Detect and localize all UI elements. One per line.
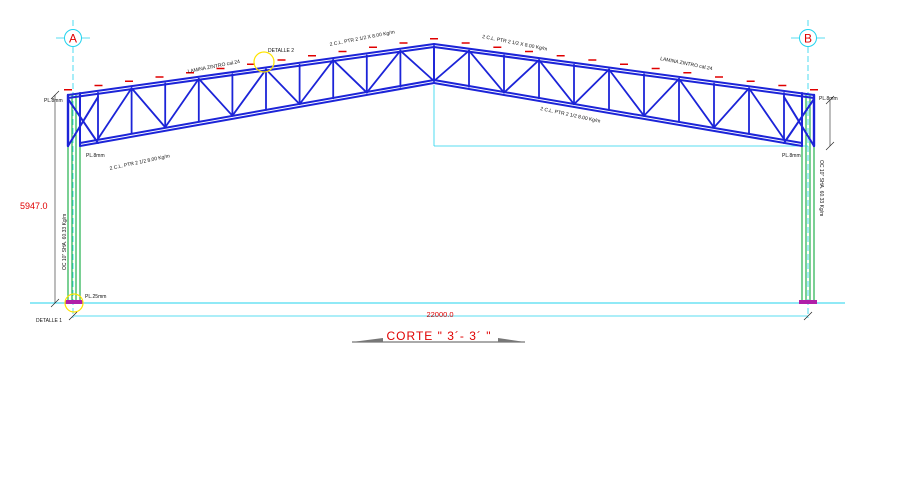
purlin-mark-left — [94, 84, 103, 87]
web-diagonal-left — [130, 87, 167, 129]
base-plate-right — [799, 300, 817, 304]
note-lamina-right: LAMINA ZINTRO cal.24 — [660, 56, 713, 72]
web-diagonal-left — [164, 77, 200, 129]
purlin-mark-left — [338, 50, 347, 53]
web-diagonal-right — [503, 59, 540, 94]
web-diagonal-left — [231, 68, 267, 117]
detail-2-marker — [253, 51, 275, 73]
purlin-mark-right — [810, 89, 818, 91]
web-diagonal-right — [538, 59, 575, 106]
span-dimension — [68, 311, 813, 321]
note-bottom-chord-left: 2 C.L. PTR 2 1/2 8.00 Kg/m — [109, 153, 170, 172]
purlin-mark-right — [493, 46, 502, 48]
bottom-chord-right — [433, 82, 803, 147]
purlin-mark-right — [588, 59, 597, 61]
eave-brace-right-b — [783, 96, 815, 147]
purlin-mark-right — [778, 84, 787, 87]
axis-label-b: B — [804, 32, 812, 46]
column-left — [67, 95, 81, 303]
column-right — [801, 95, 815, 303]
web-diagonal-right — [678, 77, 715, 129]
purlin-mark-left — [64, 89, 72, 91]
purlin-mark-left — [308, 55, 316, 57]
purlin-mark-left — [155, 76, 164, 78]
note-plate-left-bottom: PL.8mm — [86, 153, 105, 159]
web-diagonal-right — [573, 68, 610, 106]
note-plate-left-top: PL.8mm — [44, 98, 63, 104]
note-column-left: OC 10" SHA. 60.33 Kg/m — [62, 214, 68, 270]
roof-truss — [66, 43, 816, 148]
purlin-mark-left — [125, 80, 133, 82]
note-top-chord-left: 2 C.L. PTR 2 1/2 X 8.00 Kg/m — [329, 29, 395, 48]
bottom-chord-left — [79, 79, 435, 144]
note-base-plate: PL.25mm — [85, 294, 106, 300]
span-dimension-label: 22000.0 — [426, 310, 453, 319]
section-title: CORTE " 3´- 3´ " — [352, 329, 525, 343]
purlin-mark-left — [399, 42, 408, 44]
purlin-mark-left — [247, 63, 255, 65]
height-dimension — [50, 90, 60, 308]
purlin-mark-right — [556, 55, 565, 57]
note-plate-right-top: PL.8mm — [819, 96, 838, 102]
web-diagonal-left — [197, 77, 234, 117]
purlin-mark-left — [277, 59, 286, 61]
purlin-mark-right — [715, 76, 723, 78]
axis-bubble-a: A — [64, 29, 82, 47]
web-diagonal-left — [265, 68, 301, 106]
web-diagonal-right — [608, 68, 645, 117]
web-diagonal-left — [332, 59, 368, 94]
detail-1-marker — [64, 293, 84, 313]
base-plate-left — [65, 300, 83, 304]
web-diagonal-left — [97, 87, 133, 140]
web-diagonal-right — [468, 49, 505, 94]
purlin-mark-left — [216, 67, 225, 70]
axis-bubble-b: B — [799, 29, 817, 47]
bottom-chord-right — [433, 79, 803, 144]
purlin-mark-right — [461, 42, 470, 44]
top-chord-right — [433, 43, 815, 96]
purlin-mark-right — [525, 50, 533, 53]
top-chord-left — [67, 46, 435, 99]
eave-brace-left-b — [67, 96, 99, 147]
note-detalle-2: DETALLE 2 — [268, 48, 294, 54]
purlin-mark-right — [746, 80, 755, 82]
purlin-mark-right — [651, 67, 660, 70]
note-plate-right-bottom: PL.8mm — [782, 153, 801, 159]
web-diagonal-right — [643, 77, 680, 117]
web-diagonal-right — [748, 87, 785, 140]
top-chord-left — [67, 43, 435, 96]
web-diagonal-left — [399, 49, 435, 82]
note-detalle-1: DETALLE 1 — [36, 318, 62, 324]
axis-label-a: A — [69, 32, 77, 46]
purlin-mark-right — [620, 63, 628, 65]
purlin-mark-left — [369, 46, 377, 48]
web-diagonal-left — [365, 49, 402, 94]
top-chord-dimensions — [64, 38, 818, 91]
note-bottom-chord-right: 2 C.L. PTR 2 1/2 8.00 Kg/m — [540, 106, 601, 125]
web-diagonal-right — [433, 49, 470, 82]
note-column-right: OC 10" SHA. 60.33 Kg/m — [818, 160, 824, 216]
bottom-chord-left — [79, 82, 435, 147]
purlin-mark-right — [430, 38, 438, 40]
note-top-chord-right: 2 C.L. PTR 2 1/2 X 8.00 Kg/m — [482, 34, 548, 53]
truss-depth-dimension — [825, 95, 835, 151]
web-diagonal-right — [713, 87, 750, 129]
purlin-mark-left — [186, 72, 194, 74]
purlin-mark-right — [683, 72, 692, 74]
height-dimension-label: 5947.0 — [20, 201, 48, 211]
web-diagonal-left — [298, 59, 335, 106]
section-title-text: CORTE " 3´- 3´ " — [387, 329, 492, 343]
